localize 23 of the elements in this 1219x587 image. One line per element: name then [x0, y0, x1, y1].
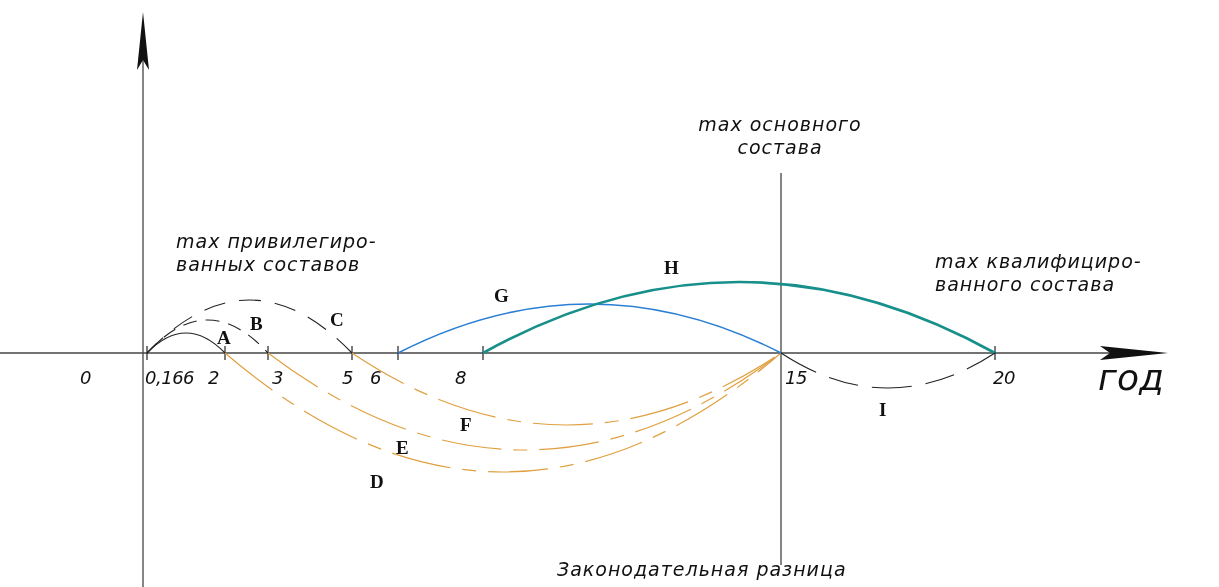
tick-label: 15 — [785, 367, 807, 389]
annotation-text: max квалифициро- ванного состава — [935, 250, 1143, 296]
tick-label: 2 — [208, 367, 219, 389]
tick-label: 8 — [455, 367, 466, 389]
annotation-text: max основного состава — [697, 113, 863, 159]
arc-letter: A — [217, 327, 231, 350]
arc-letter: B — [250, 313, 263, 336]
arc-letter: I — [879, 399, 887, 422]
arc-letter: E — [396, 437, 409, 460]
tick-label: 5 — [342, 367, 353, 389]
annotation-text: max привилегиро- ванных составов — [176, 230, 378, 276]
axis-unit-label: год — [1098, 356, 1164, 400]
annotation-text: Законодательная разница — [557, 558, 847, 581]
tick-label: 6 — [370, 367, 381, 389]
arc-letter: H — [664, 257, 679, 280]
arc-letter: G — [494, 285, 509, 308]
tick-label: 0 — [80, 367, 91, 389]
arc-letter: D — [370, 471, 384, 494]
arc-letter: C — [330, 309, 344, 332]
tick-label: 0,166 — [145, 367, 195, 389]
arc-letter: F — [460, 414, 472, 437]
tick-label: 20 — [993, 367, 1015, 389]
tick-label: 3 — [272, 367, 283, 389]
